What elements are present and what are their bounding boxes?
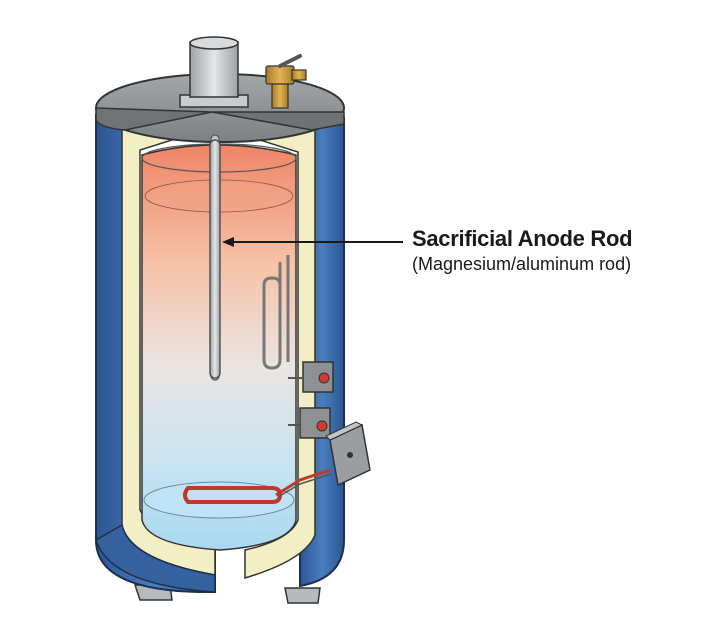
flue-vent-icon (179, 36, 249, 108)
upper-heating-element (262, 255, 290, 370)
callout-title: Sacrificial Anode Rod (412, 226, 633, 251)
anode-callout-arrow (222, 237, 403, 247)
anode-rod-icon (209, 139, 221, 379)
bottom-cut-edge (95, 523, 216, 593)
thermostat-icon (288, 361, 334, 439)
heating-element-icon (183, 468, 332, 504)
pressure-relief-valve-icon (265, 54, 307, 109)
callout-subtitle: (Magnesium/aluminum rod) (412, 254, 632, 274)
junction-box-icon (325, 421, 371, 487)
